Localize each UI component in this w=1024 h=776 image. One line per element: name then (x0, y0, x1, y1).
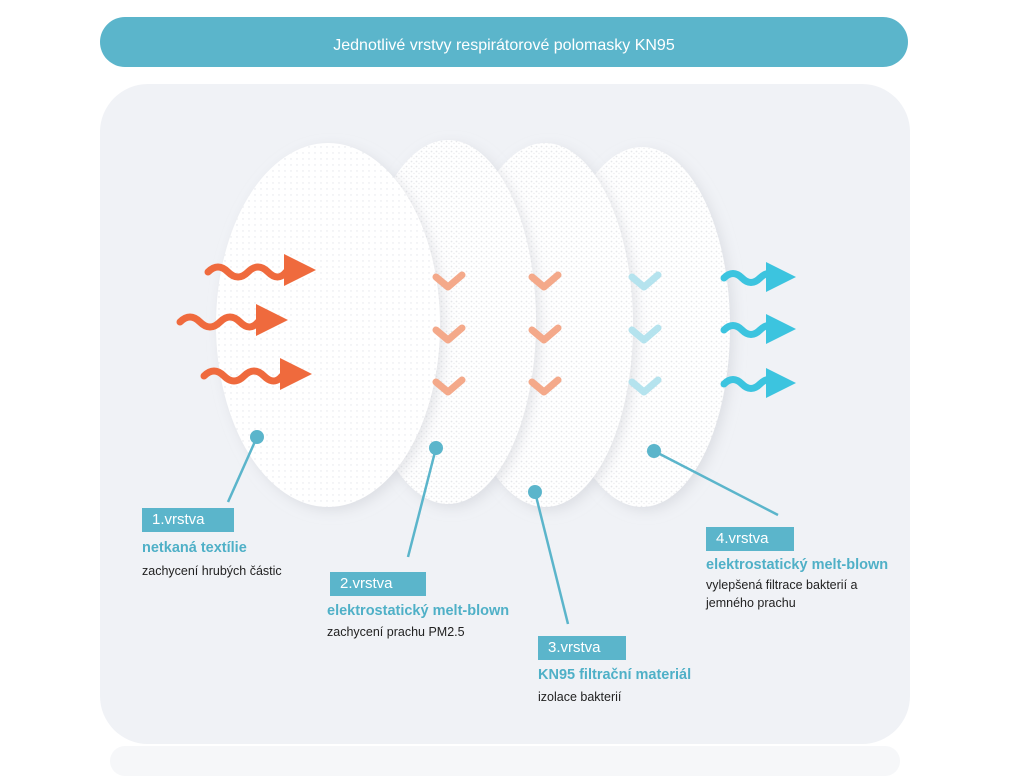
incoming-arrows (176, 254, 316, 390)
chevron-icon (628, 324, 662, 344)
outgoing-arrow-top-icon (720, 262, 796, 292)
leader-line-1 (226, 436, 259, 503)
outgoing-arrows (720, 262, 796, 398)
leader-dot-3 (528, 485, 542, 499)
layer-3-title: KN95 filtrační materiál (538, 667, 692, 683)
outgoing-arrow-bottom-icon (720, 368, 796, 398)
layer-1-desc: zachycení hrubých částic (142, 564, 282, 578)
chevron-icon (628, 271, 662, 291)
leader-line-4 (653, 449, 779, 517)
incoming-arrow-bottom-icon (200, 358, 312, 390)
leader-line-3 (533, 491, 570, 625)
header-title: Jednotlivé vrstvy respirátorové polomask… (333, 37, 675, 54)
layer-4-title: elektrostatický melt-blown (706, 557, 889, 573)
incoming-arrow-middle-icon (176, 304, 288, 336)
layer-2-title: elektrostatický melt-blown (327, 603, 510, 619)
chevron-icon (432, 324, 466, 344)
layer-4-tag: 4.vrstva (706, 527, 794, 551)
layer-1-title: netkaná textílie (142, 540, 247, 556)
layer-3-tag: 3.vrstva (538, 636, 626, 660)
layer-1-disc (216, 143, 440, 507)
leader-dot-2 (429, 441, 443, 455)
incoming-arrow-top-icon (204, 254, 316, 286)
layer-2-tag: 2.vrstva (330, 572, 426, 596)
chevron-icon (528, 376, 562, 396)
layer-3-desc: izolace bakterií (538, 690, 622, 704)
layer-chevrons (432, 271, 662, 396)
layer-2-desc: zachycení prachu PM2.5 (327, 625, 465, 639)
layer-4-desc: vylepšená filtrace bakterií a jemného pr… (706, 578, 858, 610)
chevron-icon (528, 271, 562, 291)
leader-dot-4 (647, 444, 661, 458)
chevron-icon (628, 376, 662, 396)
outgoing-arrow-middle-icon (720, 314, 796, 344)
leader-line-2 (406, 447, 438, 558)
chevron-icon (528, 324, 562, 344)
layer-1-tag: 1.vrstva (142, 508, 234, 532)
chevron-icon (432, 271, 466, 291)
leader-lines (226, 430, 779, 625)
header-banner: Jednotlivé vrstvy respirátorové polomask… (100, 17, 908, 67)
chevron-icon (432, 376, 466, 396)
leader-dot-1 (250, 430, 264, 444)
